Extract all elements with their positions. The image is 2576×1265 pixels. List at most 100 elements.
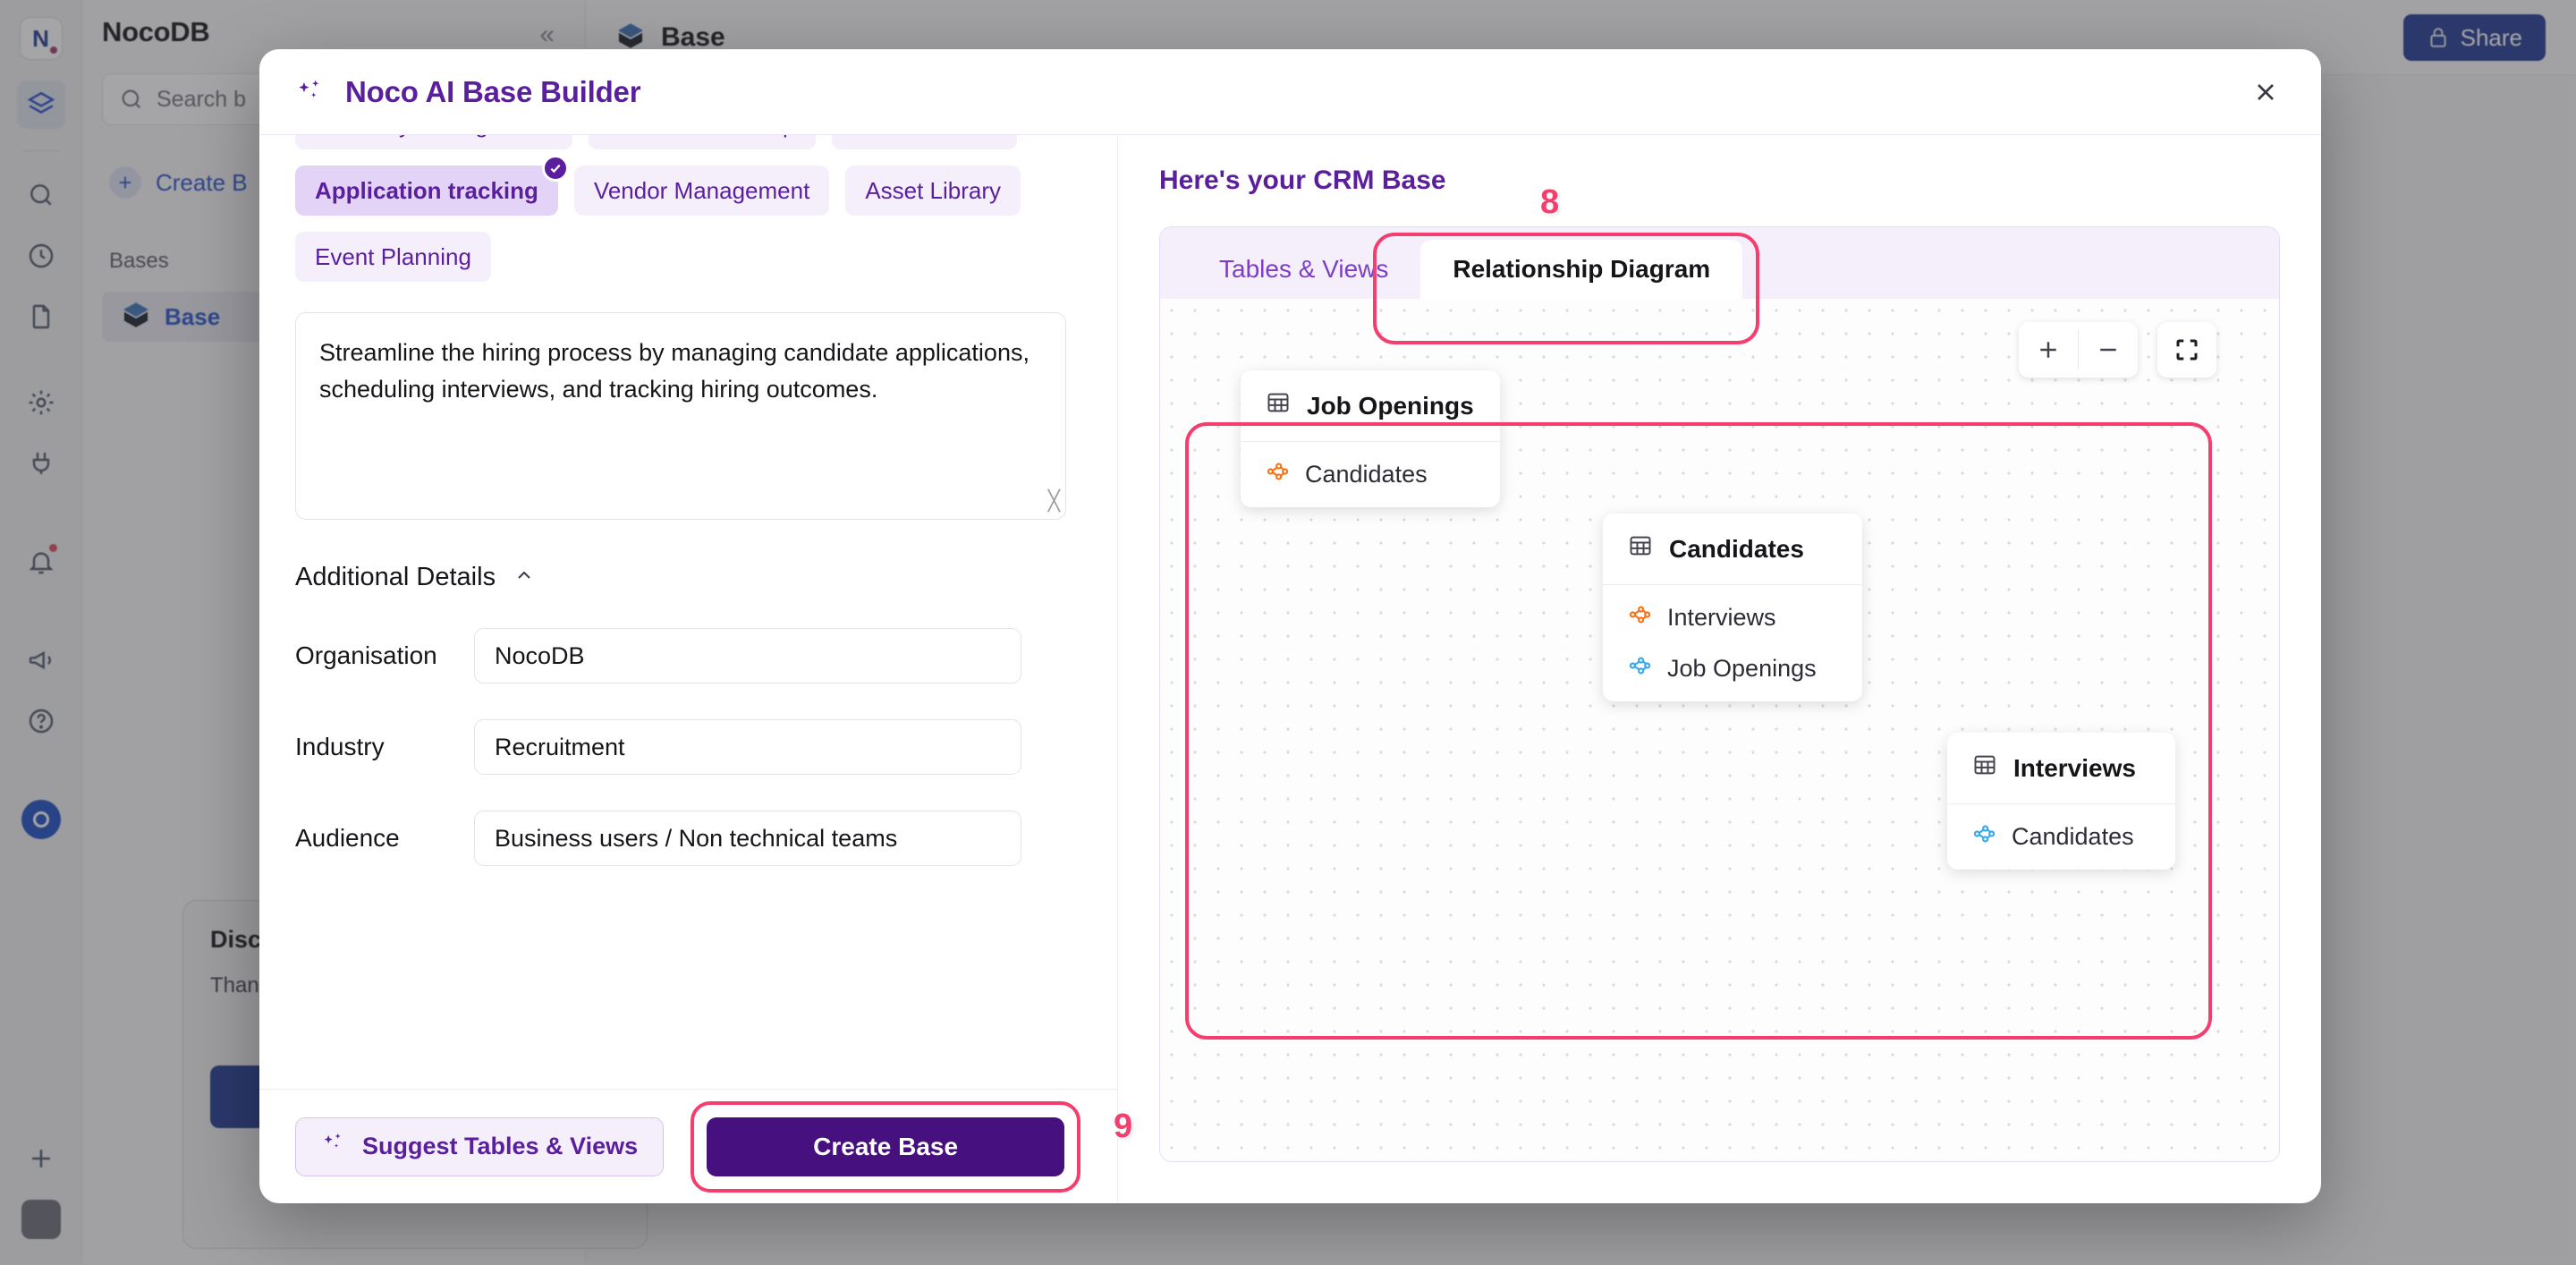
description-textarea[interactable]: Streamline the hiring process by managin… [295,312,1066,520]
step-marker-9: 9 [1114,1108,1133,1145]
table-grid-icon [1266,390,1291,421]
node-field-label: Candidates [2012,823,2134,850]
create-base-button[interactable]: Create Base [707,1116,1065,1176]
field-row-audience: Audience Business users / Non technical … [295,811,1081,866]
divider [2078,330,2079,369]
diagram-node-job-openings[interactable]: Job Openings Candidates [1241,370,1500,507]
fullscreen-icon[interactable] [2157,322,2216,378]
help-icon[interactable] [17,697,65,745]
file-icon[interactable] [17,293,65,341]
plus-icon: + [109,166,141,199]
node-field-row[interactable]: Candidates [1241,442,1500,507]
sparkles-icon [321,1131,346,1162]
additional-details-label: Additional Details [295,563,496,591]
avatar-icon[interactable] [17,1195,65,1244]
organisation-field[interactable]: NocoDB [474,628,1021,683]
lock-icon [2429,28,2446,47]
template-chip[interactable]: User research [831,135,1017,149]
diagram-node-candidates[interactable]: Candidates Interviews [1603,514,1862,701]
additional-details-toggle[interactable]: Additional Details [295,563,1081,592]
chevron-up-icon [513,565,535,591]
search-icon[interactable] [17,171,65,219]
preview-heading: Here's your CRM Base [1159,166,1446,195]
chip-label: User research [852,135,997,139]
circle-icon[interactable] [17,795,65,844]
audience-field[interactable]: Business users / Non technical teams [474,811,1021,866]
workspace-title: NocoDB [102,16,210,47]
template-chip[interactable]: Inventory Management [295,135,572,149]
modal-header: Noco AI Base Builder [259,49,2321,135]
modal-body: Inventory Management Product Roadmap Use… [259,135,2321,1203]
chip-label: Asset Library [865,176,1002,204]
node-field-label: Job Openings [1667,655,1817,682]
links-icon [1628,603,1651,632]
template-chip[interactable]: Vendor Management [573,166,830,216]
links-icon [1266,460,1289,489]
suggest-label: Suggest Tables & Views [362,1133,639,1159]
icon-rail: N [0,0,82,1265]
node-title: Job Openings [1307,391,1474,420]
template-chip[interactable]: Event Planning [295,232,491,282]
plus-icon[interactable] [17,1134,65,1183]
share-button[interactable]: Share [2402,14,2546,61]
zoom-out-button[interactable] [2079,322,2138,378]
table-grid-icon [1972,752,1997,784]
sparkles-icon [295,77,326,107]
node-field-row[interactable]: Candidates [1947,804,2175,870]
template-chip-selected[interactable]: Application tracking [295,155,569,216]
links-icon [1628,654,1651,683]
nocodb-logo-icon[interactable]: N [17,14,65,63]
share-label: Share [2460,23,2522,51]
step-marker-8: 8 [1540,183,1560,221]
builder-form-scroll[interactable]: Inventory Management Product Roadmap Use… [259,135,1117,1089]
topbar-base-label: Base [661,21,725,52]
node-field-label: Candidates [1305,461,1428,488]
node-field-row[interactable]: Interviews [1603,585,1862,650]
tab-relationship-diagram[interactable]: Relationship Diagram [1420,240,1743,299]
megaphone-icon[interactable] [17,636,65,684]
node-field-label: Interviews [1667,604,1776,631]
node-title-row: Candidates [1603,514,1862,585]
table-grid-icon [1628,533,1653,565]
relationship-diagram-canvas[interactable]: Job Openings Candidates [1160,299,2279,1161]
industry-field[interactable]: Recruitment [474,719,1021,775]
clock-icon[interactable] [17,232,65,280]
template-chip[interactable]: Product Roadmap [588,135,816,149]
preview-tabs: Tables & Views Relationship Diagram [1160,227,2279,299]
chevron-double-left-icon[interactable]: « [539,20,555,49]
field-row-industry: Industry Recruitment [295,719,1081,775]
create-base-button[interactable]: + Create B [109,166,248,199]
organisation-label: Organisation [295,641,437,669]
links-icon [1972,822,1996,852]
chip-label: Event Planning [315,242,471,270]
plug-icon[interactable] [17,439,65,488]
modal-footer: Suggest Tables & Views Create Base [259,1089,1117,1203]
builder-form-column: Inventory Management Product Roadmap Use… [259,135,1118,1203]
create-base-callout: Create Base [691,1100,1081,1193]
chip-label: Inventory Management [315,135,553,139]
layers-icon[interactable] [16,81,65,129]
chip-label: Product Roadmap [608,135,796,139]
suggest-tables-views-button[interactable]: Suggest Tables & Views [295,1116,665,1176]
create-base-label: Create B [156,168,248,196]
gear-icon[interactable] [17,378,65,427]
field-row-organisation: Organisation NocoDB [295,628,1081,683]
node-field-row[interactable]: Job Openings [1603,650,1862,701]
node-title-row: Job Openings [1241,370,1500,442]
preview-column: Here's your CRM Base Tables & Views Rela… [1118,135,2321,1203]
diagram-node-interviews[interactable]: Interviews Candidates [1947,733,2175,870]
search-icon [122,89,141,109]
industry-label: Industry [295,733,385,760]
resize-grip-icon[interactable]: ╳ [1047,488,1060,512]
bell-icon[interactable] [17,538,65,586]
audience-label: Audience [295,824,400,852]
preview-card: Tables & Views Relationship Diagram [1159,226,2280,1162]
tab-tables-views[interactable]: Tables & Views [1219,255,1389,283]
close-icon[interactable] [2246,72,2285,112]
node-title-row: Interviews [1947,733,2175,804]
zoom-in-button[interactable] [2019,322,2078,378]
rail-divider [22,150,59,151]
template-chip[interactable]: Asset Library [845,166,1021,216]
template-chip-list: Inventory Management Product Roadmap Use… [295,135,1081,282]
ai-base-builder-modal: Noco AI Base Builder Inventory Managemen… [259,49,2321,1203]
